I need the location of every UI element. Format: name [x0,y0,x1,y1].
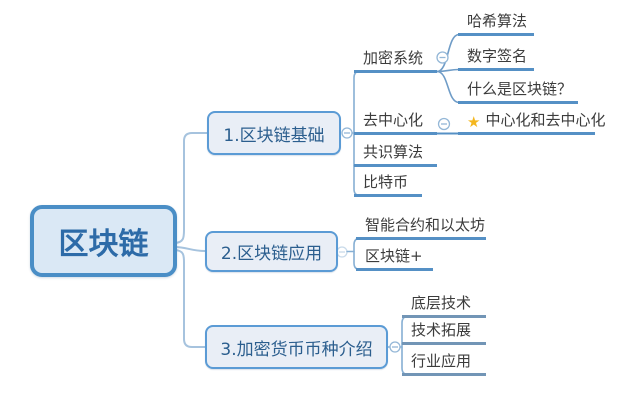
collapse-button-branch1[interactable] [341,127,353,139]
collapse-button-encryption[interactable] [436,51,449,64]
topic-what-is-blockchain[interactable]: 什么是区块链？ [458,77,578,104]
topic-label: 中心化和去中心化 [485,111,606,129]
collapse-button-branch3[interactable] [389,341,401,353]
topic-centralized-vs-decentralized[interactable]: ★ 中心化和去中心化 [458,108,605,135]
branch-topic-cryptocurrency-intro[interactable]: 3.加密货币币种介绍 [205,325,388,369]
encryption-fan [436,33,460,104]
topic-digital-signature[interactable]: 数字签名 [458,44,534,71]
collapse-button-decentralization[interactable] [437,117,451,131]
topic-decentralization[interactable]: 去中心化 [354,108,437,135]
topic-bitcoin[interactable]: 比特币 [354,170,422,197]
topic-underlying-technology[interactable]: 底层技术 [402,291,486,318]
connector-root-branch2 [173,246,206,252]
topic-technology-expansion[interactable]: 技术拓展 [402,318,486,345]
topic-smart-contracts-ethereum[interactable]: 智能合约和以太坊 [356,213,486,240]
connector-root-branch1 [173,132,208,244]
root-topic[interactable]: 区块链 [30,205,177,277]
branch-topic-blockchain-basics[interactable]: 1.区块链基础 [207,111,341,155]
star-icon: ★ [467,113,481,131]
topic-industry-application[interactable]: 行业应用 [402,349,486,376]
topic-blockchain-plus[interactable]: 区块链+ [356,244,433,271]
collapse-button-branch2[interactable] [336,246,348,258]
connector-root-branch3 [173,249,206,348]
topic-encryption-system[interactable]: 加密系统 [354,46,437,73]
topic-hash-algorithm[interactable]: 哈希算法 [458,9,534,36]
branch-topic-blockchain-applications[interactable]: 2.区块链应用 [205,231,338,272]
topic-consensus-algorithm[interactable]: 共识算法 [354,140,437,167]
root-branch-connectors [173,132,208,348]
